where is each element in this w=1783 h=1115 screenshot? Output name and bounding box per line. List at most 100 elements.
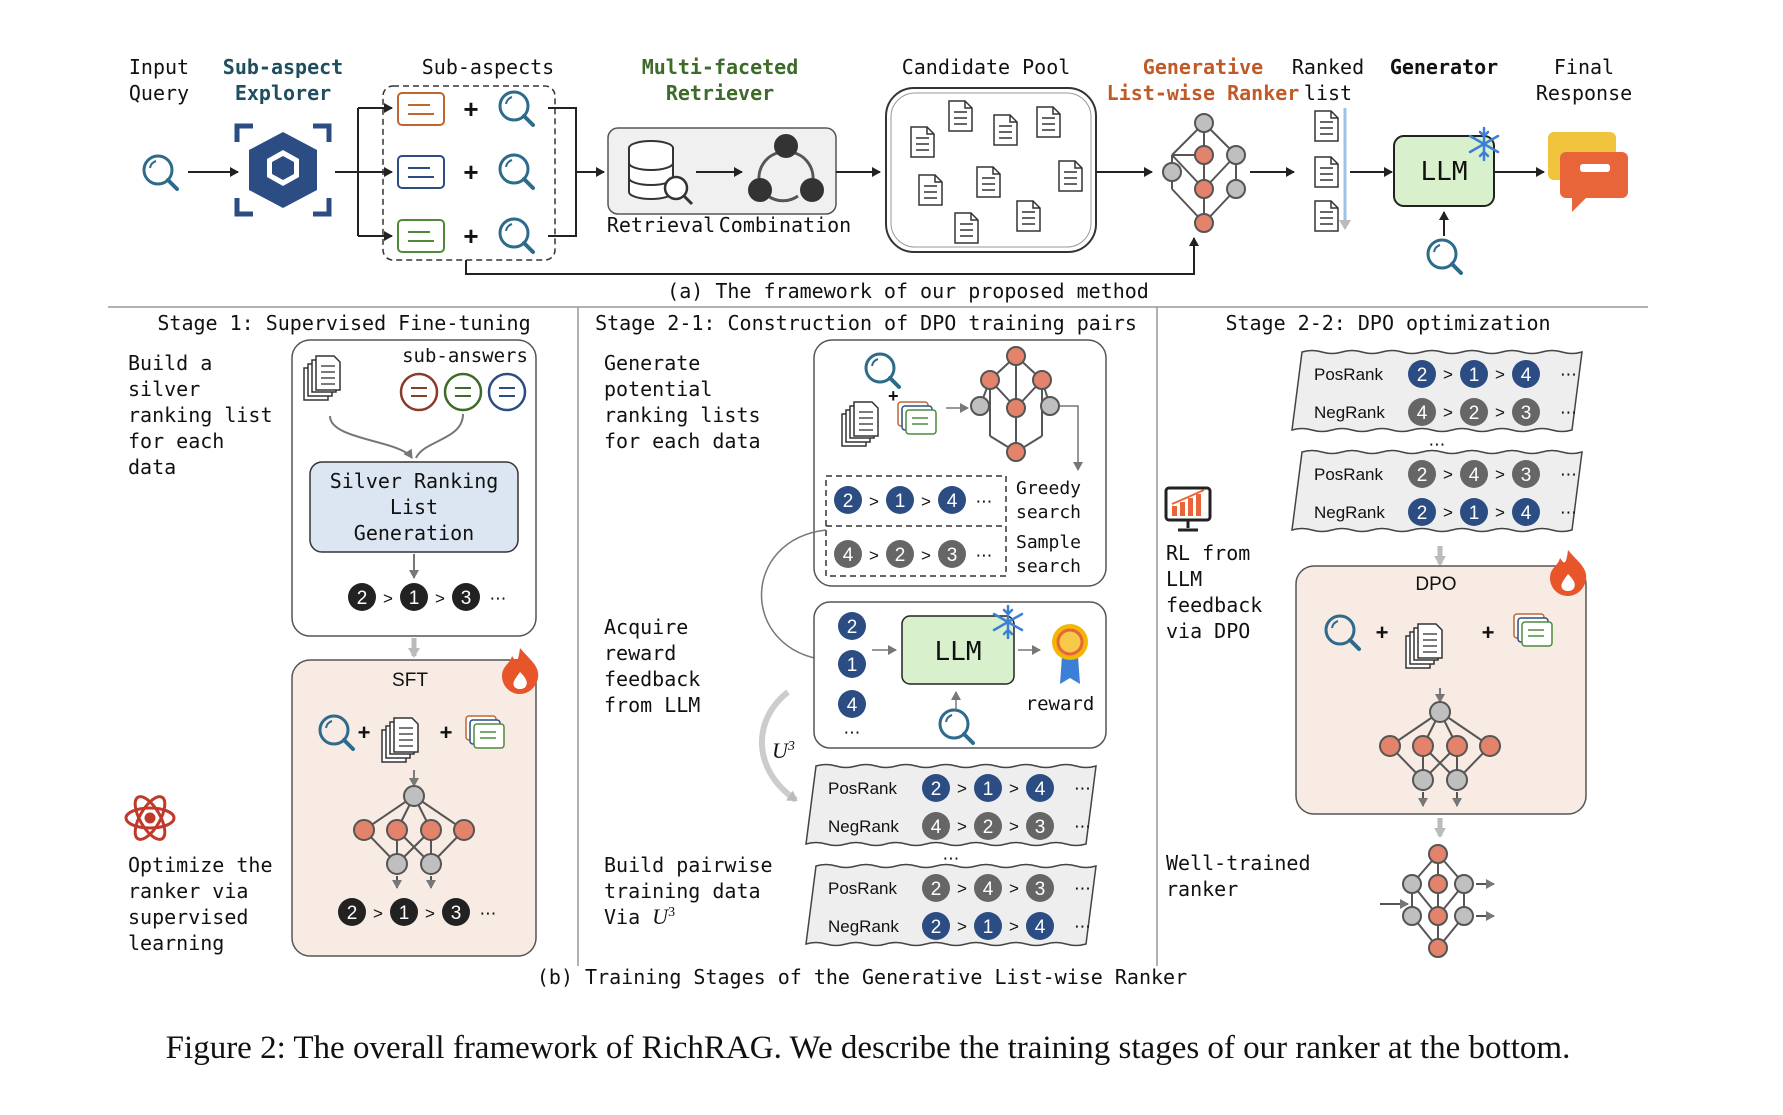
rank-number: 4	[1469, 465, 1480, 486]
svg-text:learning: learning	[128, 931, 224, 955]
rank-number: 1	[983, 779, 994, 800]
reward-medal-icon	[1052, 624, 1088, 684]
svg-text:⋯: ⋯	[480, 904, 497, 923]
ranked-column: 2 1 4 ⋯	[838, 612, 866, 742]
svg-text:⋯: ⋯	[844, 723, 861, 742]
query-magnifier-icon	[142, 154, 179, 191]
candidate-pool-label: Candidate Pool	[902, 55, 1071, 79]
svg-text:+: +	[358, 720, 371, 745]
svg-text:>: >	[921, 546, 931, 565]
flame-icon	[1550, 550, 1587, 596]
rank-number: 4	[1417, 403, 1428, 424]
rank-number: 2	[931, 917, 942, 938]
rank-number: 4	[931, 817, 942, 838]
svg-text:supervised: supervised	[128, 905, 248, 929]
svg-text:>: >	[1495, 365, 1505, 384]
svg-text:>: >	[435, 589, 445, 608]
rank-circle	[1408, 360, 1436, 388]
dpo-label: DPO	[1415, 574, 1456, 595]
figure-caption: Figure 2: The overall framework of RichR…	[166, 1030, 1571, 1066]
svg-text:4: 4	[847, 695, 858, 716]
svg-text:>: >	[383, 589, 393, 608]
svg-text:>: >	[1443, 465, 1453, 484]
svg-text:>: >	[1495, 403, 1505, 422]
sub-answers-label: sub-answers	[402, 345, 528, 367]
sft-rank-list: 2 > 1 > 3 ⋯	[338, 898, 497, 926]
svg-text:>: >	[869, 546, 879, 565]
sub-answers-bubbles-icon	[399, 372, 527, 412]
sample-rank-list: 4 > 2 > 3 ⋯	[834, 540, 993, 568]
svg-text:⋯: ⋯	[976, 546, 993, 565]
ranked-list-label-2: list	[1304, 81, 1352, 105]
input-label-2: Query	[129, 81, 189, 105]
svg-text:⋯: ⋯	[1560, 403, 1577, 422]
svg-text:feedback: feedback	[1166, 593, 1262, 617]
ranker-network-icon	[1162, 113, 1246, 233]
sub-aspects-label: Sub-aspects	[422, 55, 554, 79]
retrieval-label: Retrieval	[607, 213, 715, 237]
stage-1-title: Stage 1: Supervised Fine-tuning	[157, 311, 530, 335]
dpo-subaspects-icon	[1513, 613, 1553, 647]
generator-llm-label: LLM	[1421, 157, 1468, 187]
top-framework: Input Query Sub-aspect Explorer Sub-aspe…	[129, 55, 1632, 303]
svg-text:3: 3	[947, 545, 958, 566]
svg-text:>: >	[957, 779, 967, 798]
svg-text:3: 3	[461, 588, 472, 609]
svg-text:search: search	[1016, 556, 1081, 577]
svg-text:2: 2	[843, 491, 854, 512]
rank-circle	[1512, 498, 1540, 526]
svg-text:silver: silver	[128, 377, 200, 401]
svg-text:⋯: ⋯	[943, 849, 960, 868]
generator-query-icon	[1426, 238, 1463, 275]
rank-number: 1	[1469, 503, 1480, 524]
chat-bubble-icon	[1548, 132, 1628, 212]
svg-text:>: >	[1443, 403, 1453, 422]
svg-text:⋯: ⋯	[1429, 435, 1446, 454]
svg-text:4: 4	[947, 491, 958, 512]
rank-number: 1	[1469, 365, 1480, 386]
svg-text:Greedy: Greedy	[1016, 478, 1081, 499]
svg-text:⋯: ⋯	[976, 492, 993, 511]
rank-circle	[1026, 912, 1054, 940]
svg-text:potential: potential	[604, 377, 712, 401]
svg-text:>: >	[1009, 879, 1019, 898]
svg-text:>: >	[921, 492, 931, 511]
svg-text:>: >	[1009, 917, 1019, 936]
rank-number: 2	[931, 779, 942, 800]
svg-text:Generation: Generation	[354, 521, 474, 545]
svg-text:⋯: ⋯	[1074, 879, 1091, 898]
sub-aspect-row-1: +	[397, 90, 535, 127]
svg-text:2: 2	[357, 588, 368, 609]
svg-text:via DPO: via DPO	[1166, 619, 1250, 643]
build-via-label: Via U3	[604, 904, 675, 929]
ranker-label-2: List-wise Ranker	[1107, 81, 1300, 105]
sft-subaspects-icon	[465, 715, 505, 749]
svg-text:⋯: ⋯	[1560, 365, 1577, 384]
svg-text:1: 1	[847, 655, 858, 676]
sub-aspect-row-2: +	[397, 153, 535, 190]
svg-text:from LLM: from LLM	[604, 693, 700, 717]
svg-text:+: +	[1376, 620, 1389, 645]
rank-circle	[922, 774, 950, 802]
generate-ranker-icon	[970, 346, 1060, 462]
rank-label: NegRank	[828, 817, 899, 836]
svg-text:>: >	[869, 492, 879, 511]
svg-text:Silver Ranking: Silver Ranking	[330, 469, 499, 493]
rank-number: 2	[1469, 403, 1480, 424]
svg-text:>: >	[957, 817, 967, 836]
svg-text:1: 1	[409, 588, 420, 609]
rank-circle	[1512, 360, 1540, 388]
rank-circle	[1408, 460, 1436, 488]
well-trained-ranker-icon	[1380, 844, 1495, 958]
rank-number: 2	[931, 879, 942, 900]
stage-1-panel: Stage 1: Supervised Fine-tuning Build a …	[124, 311, 539, 957]
